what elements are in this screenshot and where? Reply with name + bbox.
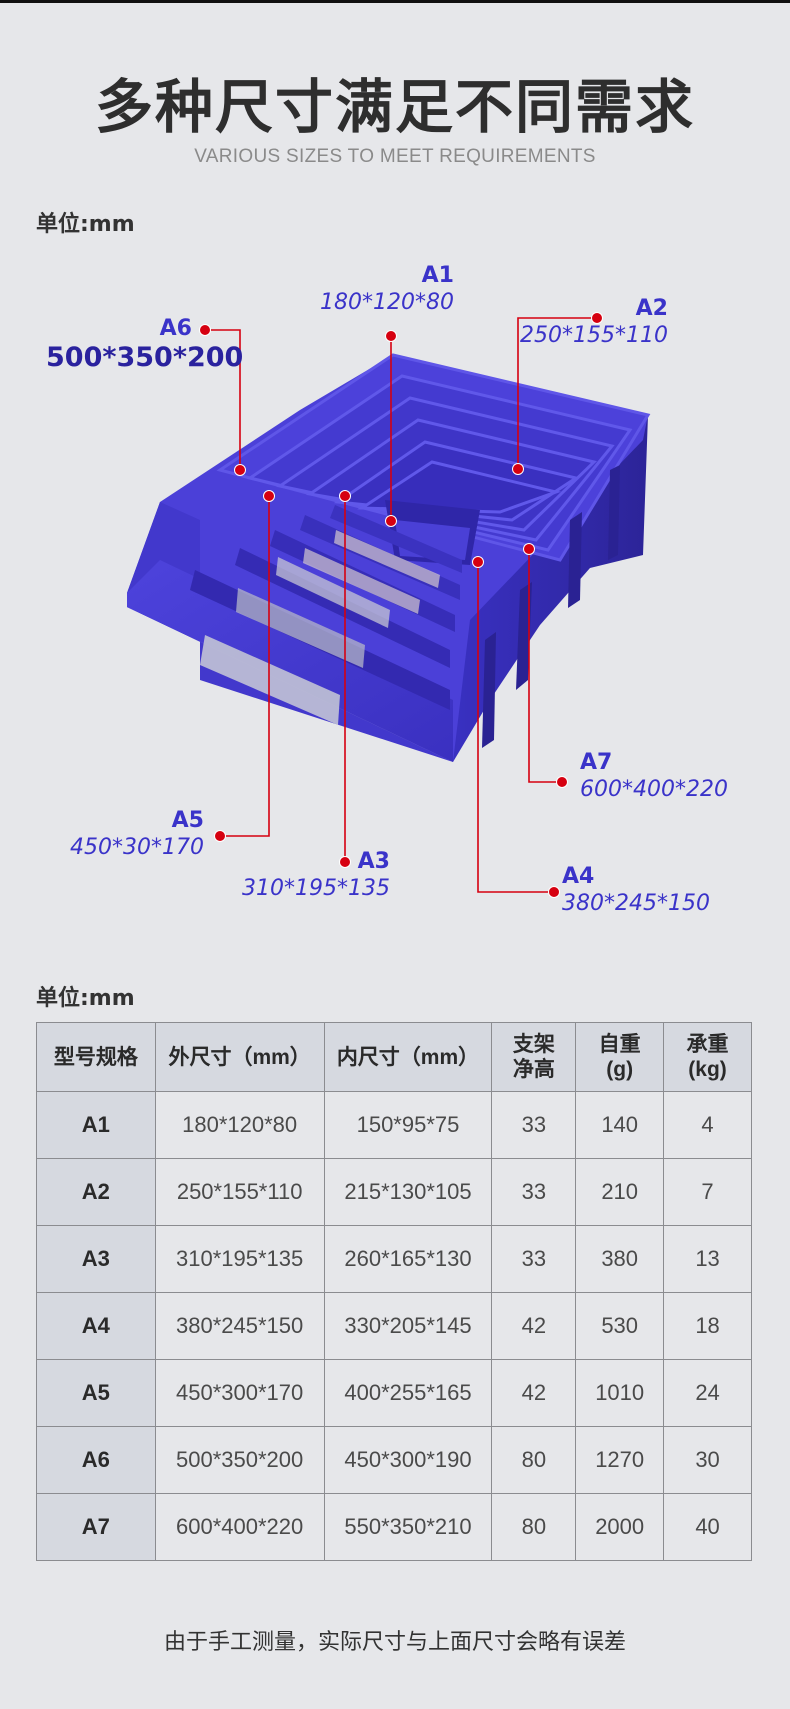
cell-outer-size: 600*400*220 — [154, 1493, 325, 1561]
cell-rack-height: 33 — [491, 1158, 577, 1226]
cell-load-capacity: 40 — [663, 1493, 752, 1561]
table-row: A2 250*155*110 215*130*105 33 210 7 — [36, 1158, 752, 1226]
cell-load-capacity: 13 — [663, 1225, 752, 1293]
cell-rack-height: 33 — [491, 1225, 577, 1293]
callout-code: A6 — [159, 316, 192, 341]
table-row: A5 450*300*170 400*255*165 42 1010 24 — [36, 1359, 752, 1427]
table-row: A7 600*400*220 550*350*210 80 2000 40 — [36, 1493, 752, 1561]
cell-load-capacity: 24 — [663, 1359, 752, 1427]
stacked-bins-image — [127, 312, 651, 898]
header-load-capacity: 承重 (kg) — [663, 1022, 752, 1092]
callout-a6: A6 — [160, 316, 192, 342]
page-title: 多种尺寸满足不同需求 — [94, 73, 695, 141]
callout-dim: 450*30*170 — [70, 835, 204, 860]
cell-self-weight: 140 — [575, 1091, 665, 1159]
cell-load-capacity: 7 — [663, 1158, 752, 1226]
cell-inner-size: 260*165*130 — [323, 1225, 493, 1293]
cell-self-weight: 210 — [575, 1158, 665, 1226]
product-illustration: A6 500*350*200 A1 180*120*80 A2 250*155*… — [0, 240, 790, 940]
callout-code: A7 — [580, 750, 613, 775]
cell-model: A1 — [36, 1091, 156, 1159]
cell-rack-height: 33 — [491, 1091, 577, 1159]
callout-a2: A2 250*155*110 — [520, 296, 668, 350]
cell-inner-size: 150*95*75 — [323, 1091, 493, 1159]
cell-inner-size: 330*205*145 — [323, 1292, 493, 1360]
cell-self-weight: 1270 — [575, 1426, 665, 1494]
measurement-disclaimer: 由于手工测量，实际尺寸与上面尺寸会略有误差 — [163, 1630, 626, 1655]
table-row: A3 310*195*135 260*165*130 33 380 13 — [36, 1225, 752, 1293]
callout-dim: 380*245*150 — [562, 891, 710, 916]
callout-a5: A5 450*30*170 — [70, 808, 204, 862]
spec-table: 型号规格 外尺寸（mm） 内尺寸（mm） 支架 净高 自重 (g) 承重 (kg… — [36, 1022, 752, 1561]
cell-model: A6 — [36, 1426, 156, 1494]
callout-a1: A1 180*120*80 — [320, 263, 454, 317]
cell-self-weight: 1010 — [575, 1359, 665, 1427]
cell-outer-size: 450*300*170 — [154, 1359, 325, 1427]
cell-load-capacity: 4 — [663, 1091, 752, 1159]
cell-self-weight: 380 — [575, 1225, 665, 1293]
callout-a4: A4 380*245*150 — [562, 864, 710, 918]
cell-model: A3 — [36, 1225, 156, 1293]
header-rack-height: 支架 净高 — [491, 1022, 577, 1092]
header-model: 型号规格 — [36, 1022, 156, 1092]
cell-self-weight: 2000 — [575, 1493, 665, 1561]
top-border — [0, 0, 790, 3]
table-row: A4 380*245*150 330*205*145 42 530 18 — [36, 1292, 752, 1360]
cell-outer-size: 180*120*80 — [154, 1091, 325, 1159]
header-inner-size: 内尺寸（mm） — [323, 1022, 493, 1092]
callout-a3: A3 310*195*135 — [242, 849, 390, 903]
cell-outer-size: 500*350*200 — [154, 1426, 325, 1494]
table-row: A6 500*350*200 450*300*190 80 1270 30 — [36, 1426, 752, 1494]
cell-load-capacity: 30 — [663, 1426, 752, 1494]
cell-model: A4 — [36, 1292, 156, 1360]
cell-inner-size: 450*300*190 — [323, 1426, 493, 1494]
table-row: A1 180*120*80 150*95*75 33 140 4 — [36, 1091, 752, 1159]
cell-model: A7 — [36, 1493, 156, 1561]
callout-dim: 250*155*110 — [520, 323, 668, 348]
callout-code: A5 — [171, 808, 204, 833]
cell-rack-height: 80 — [491, 1493, 577, 1561]
cell-rack-height: 80 — [491, 1426, 577, 1494]
cell-model: A2 — [36, 1158, 156, 1226]
cell-inner-size: 215*130*105 — [323, 1158, 493, 1226]
cell-outer-size: 310*195*135 — [154, 1225, 325, 1293]
cell-inner-size: 400*255*165 — [323, 1359, 493, 1427]
callout-dim: 310*195*135 — [242, 876, 390, 901]
cell-load-capacity: 18 — [663, 1292, 752, 1360]
header-outer-size: 外尺寸（mm） — [154, 1022, 325, 1092]
cell-rack-height: 42 — [491, 1359, 577, 1427]
cell-self-weight: 530 — [575, 1292, 665, 1360]
callout-dim: 600*400*220 — [580, 777, 728, 802]
callout-dim: 500*350*200 — [46, 342, 244, 373]
cell-outer-size: 250*155*110 — [154, 1158, 325, 1226]
cell-inner-size: 550*350*210 — [323, 1493, 493, 1561]
cell-outer-size: 380*245*150 — [154, 1292, 325, 1360]
table-unit-label: 单位:mm — [36, 986, 135, 1011]
callout-code: A2 — [635, 296, 668, 321]
callout-a7: A7 600*400*220 — [580, 750, 728, 804]
callout-code: A3 — [357, 849, 390, 874]
page-subtitle: VARIOUS SIZES TO MEET REQUIREMENTS — [194, 146, 596, 167]
cell-rack-height: 42 — [491, 1292, 577, 1360]
callout-code: A1 — [421, 263, 454, 288]
header-self-weight: 自重 (g) — [575, 1022, 665, 1092]
callout-code: A4 — [562, 864, 595, 889]
cell-model: A5 — [36, 1359, 156, 1427]
unit-label: 单位:mm — [36, 212, 135, 237]
callout-a6-dim: 500*350*200 — [46, 342, 243, 374]
table-header-row: 型号规格 外尺寸（mm） 内尺寸（mm） 支架 净高 自重 (g) 承重 (kg… — [36, 1022, 752, 1092]
callout-dim: 180*120*80 — [320, 290, 454, 315]
